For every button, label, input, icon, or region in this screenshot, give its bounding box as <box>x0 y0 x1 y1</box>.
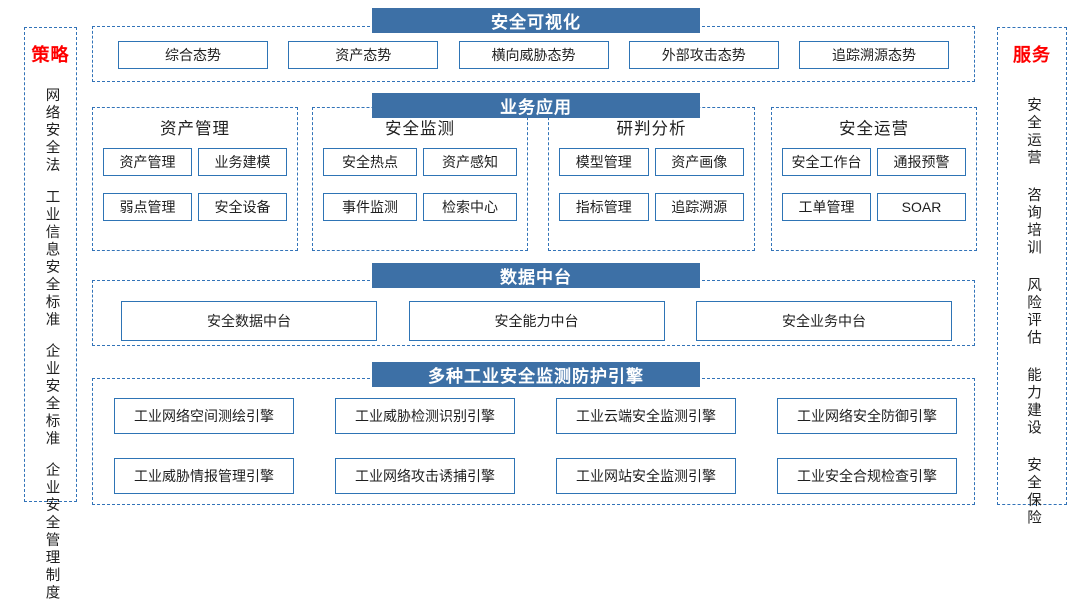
diagram-box-engine: 工业网络攻击诱捕引擎 <box>335 458 515 494</box>
strategy-panel-items: 网络安全法 工业信息安全标准 企业安全标准 企业安全管理制度 <box>43 87 59 616</box>
diagram-box: 追踪溯源 <box>654 193 744 221</box>
diagram-box-situation: 资产态势 <box>288 41 439 69</box>
diagram-box: 安全热点 <box>323 148 417 176</box>
service-item: 安全保险 <box>1024 457 1041 527</box>
group-analysis: 研判分析 模型管理 资产画像 指标管理 追踪溯源 <box>548 107 755 251</box>
diagram-box: 弱点管理 <box>103 193 192 221</box>
diagram-box: 事件监测 <box>323 193 417 221</box>
diagram-box-engine: 工业威胁检测识别引擎 <box>335 398 515 434</box>
service-item: 咨询培训 <box>1024 187 1041 257</box>
diagram-box-engine: 工业网站安全监测引擎 <box>556 458 736 494</box>
data-platform-row: 安全数据中台 安全能力中台 安全业务中台 <box>93 301 974 341</box>
band-header-data-platform: 数据中台 <box>372 263 700 288</box>
diagram-box: SOAR <box>877 193 966 221</box>
diagram-box: 检索中心 <box>423 193 517 221</box>
diagram-box-situation: 横向威胁态势 <box>458 41 609 69</box>
engines-row-2: 工业威胁情报管理引擎 工业网络攻击诱捕引擎 工业网站安全监测引擎 工业安全合规检… <box>114 458 957 494</box>
group-security-monitoring: 安全监测 安全热点 资产感知 事件监测 检索中心 <box>312 107 528 251</box>
diagram-box-platform: 安全业务中台 <box>696 301 952 341</box>
strategy-item: 企业安全标准 <box>43 342 60 448</box>
strategy-panel: 策略 网络安全法 工业信息安全标准 企业安全标准 企业安全管理制度 <box>24 27 77 602</box>
services-panel-title: 服务 <box>1013 45 1051 65</box>
diagram-box-engine: 工业网络空间测绘引擎 <box>114 398 294 434</box>
diagram-box: 指标管理 <box>559 193 649 221</box>
band-header-engines: 多种工业安全监测防护引擎 <box>372 362 700 387</box>
architecture-diagram: { "colors": { "header_bg": "#3d70a6", "b… <box>24 8 1067 602</box>
diagram-box-engine: 工业云端安全监测引擎 <box>556 398 736 434</box>
strategy-item: 工业信息安全标准 <box>43 188 60 329</box>
strategy-item: 网络安全法 <box>43 87 60 175</box>
group-grid: 安全工作台 通报预警 工单管理 SOAR <box>782 148 966 221</box>
services-panel: 服务 安全运营 咨询培训 风险评估 能力建设 安全保险 <box>997 27 1067 527</box>
visualization-row: 综合态势 资产态势 横向威胁态势 外部攻击态势 追踪溯源态势 <box>93 41 974 69</box>
engines-row-1: 工业网络空间测绘引擎 工业威胁检测识别引擎 工业云端安全监测引擎 工业网络安全防… <box>114 398 957 434</box>
services-panel-items: 安全运营 咨询培训 风险评估 能力建设 安全保险 <box>1024 97 1041 547</box>
group-security-operations: 安全运营 安全工作台 通报预警 工单管理 SOAR <box>771 107 977 251</box>
diagram-box-platform: 安全数据中台 <box>121 301 377 341</box>
group-grid: 资产管理 业务建模 弱点管理 安全设备 <box>103 148 287 221</box>
diagram-box: 安全设备 <box>198 193 287 221</box>
engines-band: 工业网络空间测绘引擎 工业威胁检测识别引擎 工业云端安全监测引擎 工业网络安全防… <box>92 378 975 505</box>
diagram-box: 业务建模 <box>198 148 287 176</box>
diagram-box: 工单管理 <box>782 193 871 221</box>
band-header-visualization: 安全可视化 <box>372 8 700 33</box>
visualization-band: 综合态势 资产态势 横向威胁态势 外部攻击态势 追踪溯源态势 <box>92 26 975 82</box>
service-item: 安全运营 <box>1024 97 1041 167</box>
diagram-box: 通报预警 <box>877 148 966 176</box>
group-title: 安全运营 <box>839 120 909 138</box>
diagram-box-situation: 追踪溯源态势 <box>799 41 949 69</box>
diagram-box-situation: 外部攻击态势 <box>628 41 779 69</box>
diagram-box-platform: 安全能力中台 <box>408 301 665 341</box>
band-header-business: 业务应用 <box>372 93 700 118</box>
group-title: 研判分析 <box>616 120 687 138</box>
diagram-box-engine: 工业网络安全防御引擎 <box>777 398 957 434</box>
group-title: 安全监测 <box>385 120 455 138</box>
diagram-box: 资产管理 <box>103 148 192 176</box>
diagram-box: 安全工作台 <box>782 148 871 176</box>
group-title: 资产管理 <box>160 120 230 138</box>
diagram-box-engine: 工业威胁情报管理引擎 <box>114 458 294 494</box>
service-item: 风险评估 <box>1024 277 1041 347</box>
diagram-box: 资产画像 <box>654 148 744 176</box>
diagram-box: 资产感知 <box>423 148 517 176</box>
group-asset-management: 资产管理 资产管理 业务建模 弱点管理 安全设备 <box>92 107 298 251</box>
diagram-box-engine: 工业安全合规检查引擎 <box>777 458 957 494</box>
strategy-panel-title: 策略 <box>31 45 70 65</box>
diagram-box: 模型管理 <box>559 148 649 176</box>
data-platform-band: 安全数据中台 安全能力中台 安全业务中台 <box>92 280 975 346</box>
strategy-item: 企业安全管理制度 <box>43 461 60 602</box>
service-item: 能力建设 <box>1024 367 1041 437</box>
diagram-box-situation: 综合态势 <box>118 41 268 69</box>
group-grid: 安全热点 资产感知 事件监测 检索中心 <box>323 148 517 221</box>
group-grid: 模型管理 资产画像 指标管理 追踪溯源 <box>559 148 744 221</box>
